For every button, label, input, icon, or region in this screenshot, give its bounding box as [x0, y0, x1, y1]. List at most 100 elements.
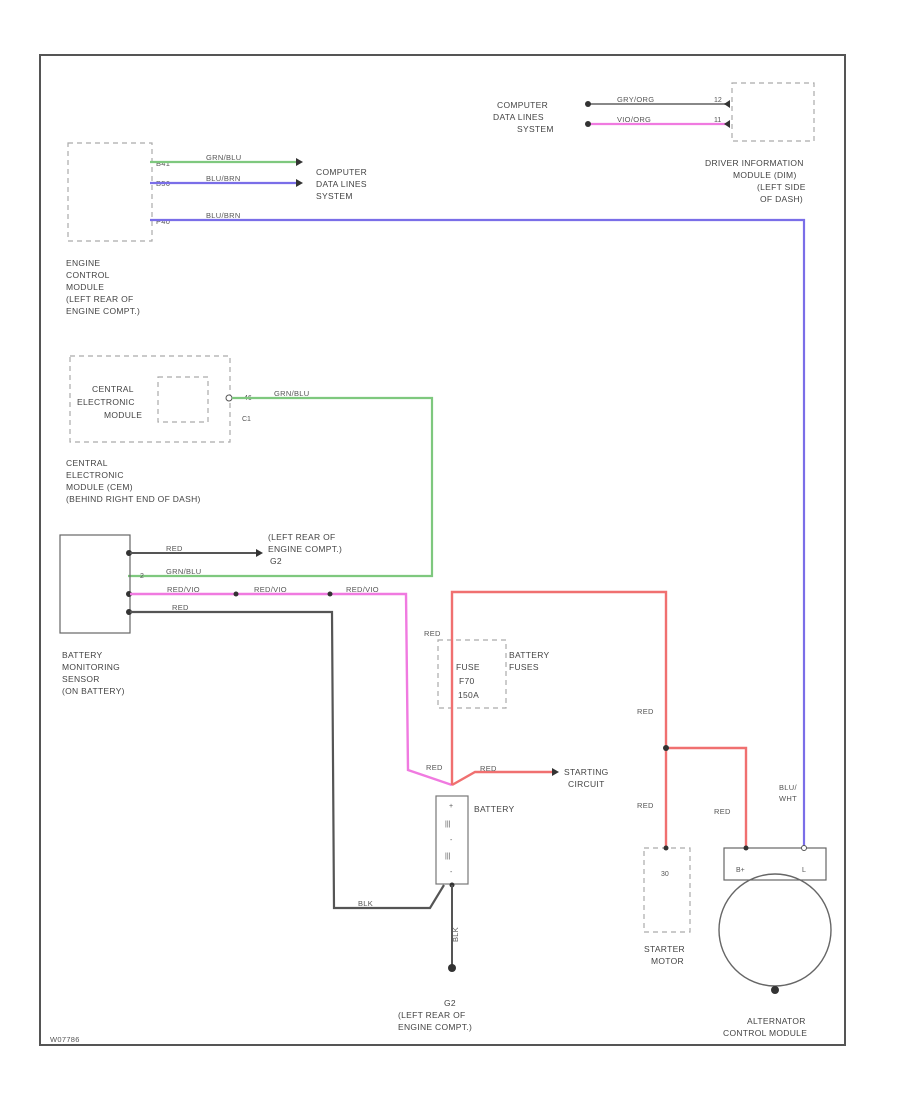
starter-motor: 30 STARTER MOTOR — [643, 845, 691, 966]
cem-connector: C1 — [242, 416, 251, 423]
starter-pin-30: 30 — [661, 871, 669, 878]
battery: + ||| - ||| - BATTERY — [435, 795, 515, 888]
ecm-label-4: (LEFT REAR OF — [66, 294, 134, 304]
g2-bottom-label-3: ENGINE COMPT.) — [398, 1022, 472, 1032]
bms-label-4: (ON BATTERY) — [62, 686, 125, 696]
cdl-left-label-1: COMPUTER — [316, 167, 367, 177]
wire-grn-blu-cem — [128, 396, 434, 578]
arrow-icon — [256, 549, 263, 557]
dim-label-3: (LEFT SIDE — [757, 182, 806, 192]
g2-bottom-label-1: G2 — [444, 998, 456, 1008]
bms-label-2: MONITORING — [62, 662, 120, 672]
wire-label-red-vio-1: RED/VIO — [167, 585, 200, 594]
g2-top-label-2: ENGINE COMPT.) — [268, 544, 342, 554]
cem-bms-wire: GRN/BLU GRN/BLU 2 — [128, 389, 434, 580]
starting-circuit-label-2: CIRCUIT — [568, 779, 605, 789]
battery-fuses: FUSE F70 150A BATTERY FUSES RED — [424, 629, 549, 709]
engine-control-module: B41 B56 P40 ENGINE CONTROL MODULE (LEFT … — [66, 142, 170, 316]
alternator-label-2: CONTROL MODULE — [723, 1028, 807, 1038]
wire-label-gry-org: GRY/ORG — [617, 95, 654, 104]
connector-dot — [233, 591, 239, 597]
cem-label-2: ELECTRONIC — [66, 470, 124, 480]
cem-inner-label-2: ELECTRONIC — [77, 397, 135, 407]
cem-label-1: CENTRAL — [66, 458, 108, 468]
blu-brn-alternator-wire: BLU/BRN BLU/ WHT — [150, 211, 806, 848]
alternator: B+ L ALTERNATOR CONTROL MODULE — [718, 845, 832, 1038]
arrow-icon — [552, 768, 559, 776]
bms-box — [59, 534, 131, 634]
cem-inner-box — [157, 376, 209, 423]
wire-label-red-vio-2: RED/VIO — [254, 585, 287, 594]
cem-inner-label-1: CENTRAL — [92, 384, 134, 394]
bms-ground-wire: RED (LEFT REAR OF ENGINE COMPT.) G2 — [130, 532, 342, 566]
cdl-left-label-3: SYSTEM — [316, 191, 353, 201]
cdl-right-label-3: SYSTEM — [517, 124, 554, 134]
connector-dot — [327, 591, 333, 597]
wire-label-red-4: RED — [637, 707, 654, 716]
alternator-body — [718, 873, 832, 987]
wire-label-blu-wht-1: BLU/ — [779, 783, 797, 792]
connector-dot — [585, 121, 591, 127]
cdl-right-label-2: DATA LINES — [493, 112, 544, 122]
ecm-label-5: ENGINE COMPT.) — [66, 306, 140, 316]
wire-label-grn-blu-cem: GRN/BLU — [274, 389, 309, 398]
fuse-box — [437, 639, 507, 709]
red-vio-wire: RED/VIO RED/VIO RED/VIO — [130, 585, 453, 787]
battery-cell-3: - — [450, 837, 453, 844]
splice-dot — [663, 745, 669, 751]
alternator-pin-l: L — [802, 867, 806, 874]
wire-label-grn-blu-bms: GRN/BLU — [166, 567, 201, 576]
wire-label-red-5: RED — [637, 801, 654, 810]
wire-label-blu-wht-2: WHT — [779, 794, 797, 803]
wire-label-red-6: RED — [714, 807, 731, 816]
connector-dot — [585, 101, 591, 107]
battery-cell-2: ||| — [445, 821, 451, 828]
arrow-icon — [296, 158, 303, 166]
arrow-icon — [724, 120, 730, 128]
wire-red-main — [450, 590, 668, 848]
starting-circuit-label-1: STARTING — [564, 767, 609, 777]
wire-label-red-bms-2: RED — [172, 603, 189, 612]
starter-label-2: MOTOR — [651, 956, 684, 966]
connector-dot — [225, 394, 233, 402]
wire-blu-brn-long — [150, 218, 806, 848]
connector-dot — [126, 609, 132, 615]
alternator-label-1: ALTERNATOR — [747, 1016, 806, 1026]
wire-label-blk-1: BLK — [358, 899, 373, 908]
dim-label-1: DRIVER INFORMATION — [705, 158, 804, 168]
connector-dot — [743, 845, 749, 851]
starter-box — [643, 847, 691, 933]
arrow-icon — [296, 179, 303, 187]
wire-label-red-fuse: RED — [424, 629, 441, 638]
diagram-code: W07786 — [50, 1035, 80, 1044]
g2-bottom-label-2: (LEFT REAR OF — [398, 1010, 466, 1020]
starter-label-1: STARTER — [644, 944, 685, 954]
battery-label: BATTERY — [474, 804, 515, 814]
wire-label-grn-blu: GRN/BLU — [206, 153, 241, 162]
cem-label-4: (BEHIND RIGHT END OF DASH) — [66, 494, 201, 504]
fuse-group-label-2: FUSES — [509, 662, 539, 672]
wire-red-bms-battery — [130, 610, 445, 910]
wire-label-red-3: RED — [480, 764, 497, 773]
dim-label-4: OF DASH) — [760, 194, 803, 204]
wire-label-red-bms: RED — [166, 544, 183, 553]
ecm-label-1: ENGINE — [66, 258, 100, 268]
ecm-box — [67, 142, 153, 242]
dim-pin-11: 11 — [714, 117, 721, 124]
battery-cell-5: - — [450, 869, 453, 876]
battery-ground: BLK G2 (LEFT REAR OF ENGINE COMPT.) — [398, 885, 472, 1032]
red-power-wires: RED RED RED RED RED STARTING CIRCUIT — [426, 590, 748, 848]
wire-label-vio-org: VIO/ORG — [617, 115, 651, 124]
diagram-border — [39, 54, 846, 1046]
ground-icon — [771, 986, 779, 994]
ecm-label-3: MODULE — [66, 282, 104, 292]
bms-pin-2: 2 — [140, 573, 144, 580]
alternator-connector — [723, 847, 827, 881]
wire-label-blu-brn-2: BLU/BRN — [206, 211, 241, 220]
ecm-pin-b41: B41 — [156, 159, 170, 168]
battery-cell-1: + — [449, 803, 453, 810]
dim-label-2: MODULE (DIM) — [733, 170, 797, 180]
wire-red-alternator — [666, 746, 748, 848]
fuse-label-2: F70 — [459, 676, 475, 686]
